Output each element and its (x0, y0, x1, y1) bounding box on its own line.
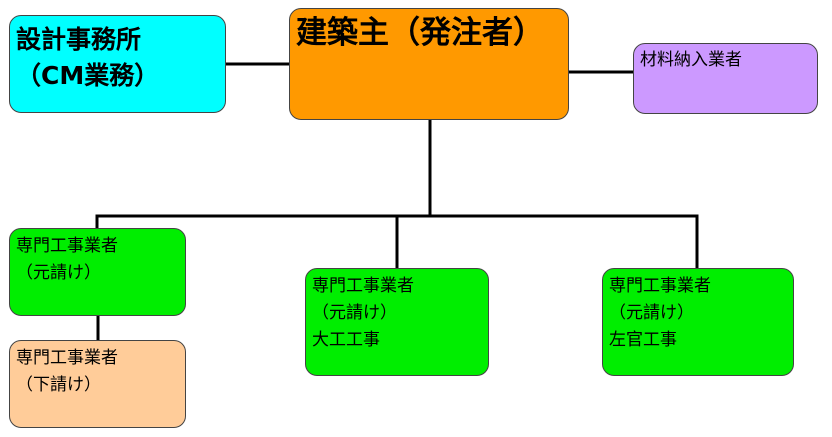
subcontractor-right-title: 専門工事業者 (609, 276, 711, 296)
subcontractor-middle-trade: 大工工事 (312, 330, 380, 350)
owner-title: 建築主（発注者） (296, 15, 544, 51)
subcontractor-right-role: （元請け） (609, 303, 694, 323)
material-supplier-node: 材料納入業者 (633, 43, 818, 114)
design-office-node: 設計事務所 （CM業務） (9, 15, 226, 113)
material-supplier-title: 材料納入業者 (640, 50, 742, 70)
owner-node: 建築主（発注者） (289, 8, 569, 120)
design-office-title: 設計事務所 (16, 25, 142, 54)
subcontractor-left-role: （元請け） (16, 263, 101, 283)
sub-subcontractor-title: 専門工事業者 (16, 348, 118, 368)
subcontractor-middle-role: （元請け） (312, 303, 397, 323)
subcontractor-right-trade: 左官工事 (609, 330, 677, 350)
subcontractor-left-title: 専門工事業者 (16, 236, 118, 256)
subcontractor-middle-node: 専門工事業者 （元請け） 大工工事 (305, 268, 489, 376)
sub-subcontractor-node: 専門工事業者 （下請け） (9, 340, 186, 428)
subcontractor-right-node: 専門工事業者 （元請け） 左官工事 (602, 268, 794, 376)
subcontractor-left-node: 専門工事業者 （元請け） (9, 228, 186, 316)
design-office-role: （CM業務） (16, 61, 160, 90)
sub-subcontractor-role: （下請け） (16, 375, 101, 395)
subcontractor-middle-title: 専門工事業者 (312, 276, 414, 296)
